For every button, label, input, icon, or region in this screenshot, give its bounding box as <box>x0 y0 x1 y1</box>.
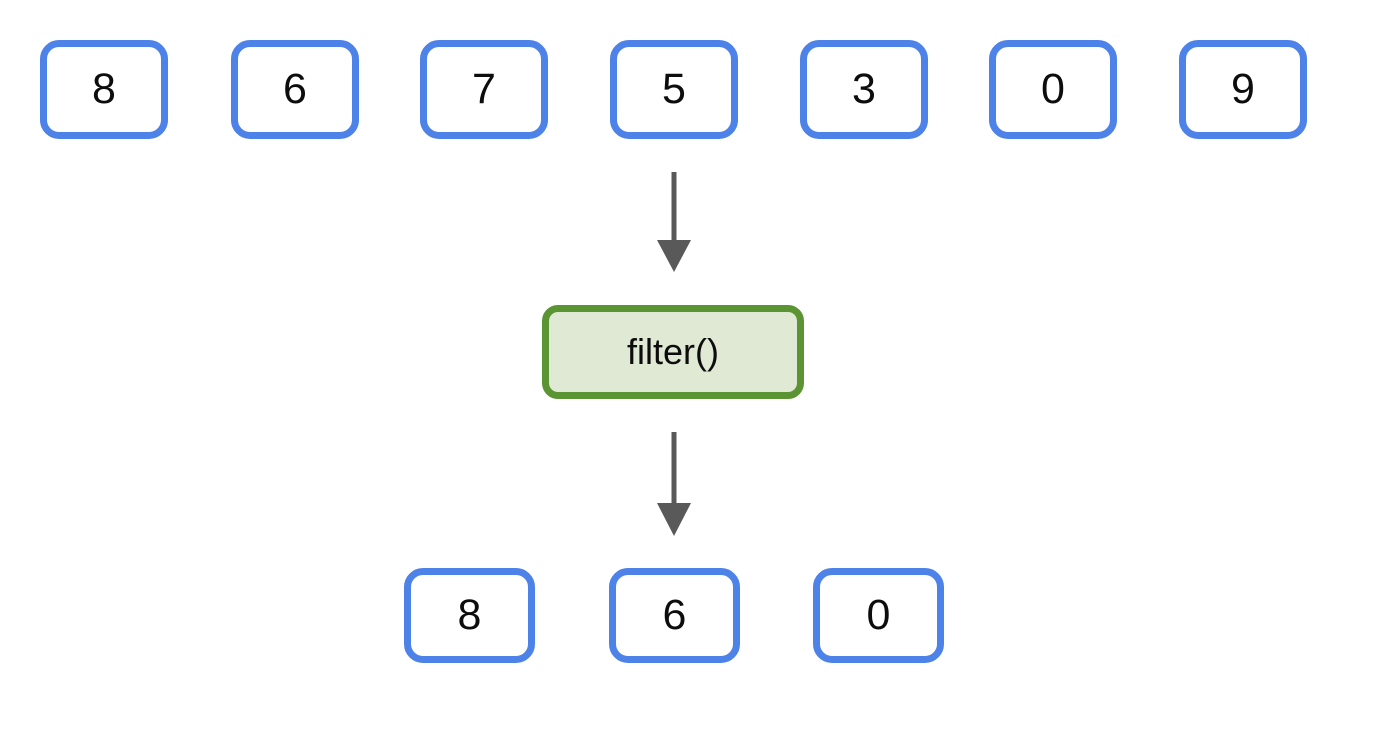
output-value-box-3[interactable]: 0 <box>813 568 944 663</box>
output-value-box-2[interactable]: 6 <box>609 568 740 663</box>
input-value-box-7[interactable]: 9 <box>1179 40 1307 139</box>
input-value-box-3[interactable]: 7 <box>420 40 548 139</box>
output-value-label: 6 <box>662 591 687 639</box>
filter-operation-label: filter() <box>627 331 719 372</box>
output-value-box-1[interactable]: 8 <box>404 568 535 663</box>
input-value-box-4[interactable]: 5 <box>610 40 738 139</box>
input-value-box-6[interactable]: 0 <box>989 40 1117 139</box>
input-value-box-5[interactable]: 3 <box>800 40 928 139</box>
input-value-label: 3 <box>852 65 876 113</box>
input-value-label: 7 <box>472 65 496 113</box>
output-value-label: 8 <box>457 591 482 639</box>
input-value-box-2[interactable]: 6 <box>231 40 359 139</box>
input-value-label: 6 <box>283 65 307 113</box>
input-value-box-1[interactable]: 8 <box>40 40 168 139</box>
input-value-label: 0 <box>1041 65 1065 113</box>
output-value-label: 0 <box>866 591 891 639</box>
filter-operation-box[interactable]: filter() <box>542 305 804 399</box>
input-value-label: 9 <box>1231 65 1255 113</box>
input-value-label: 8 <box>92 65 116 113</box>
input-value-label: 5 <box>662 65 686 113</box>
